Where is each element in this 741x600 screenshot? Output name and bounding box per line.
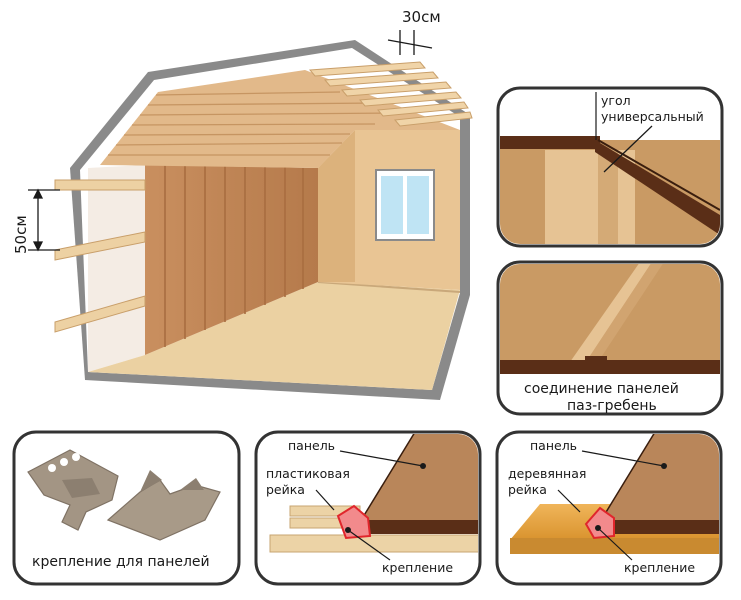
panel-ribs <box>164 165 304 347</box>
wall-battens <box>54 179 146 333</box>
ceiling-lines <box>108 91 401 156</box>
wood-panel-label: панель <box>530 438 577 453</box>
plastic-clip-label: крепление <box>382 560 453 575</box>
room-drawing: 30см 50см <box>12 8 473 400</box>
plastic-rail-label-2: рейка <box>266 482 305 497</box>
right-wall-shade <box>318 130 355 282</box>
wood-rail-label-2: рейка <box>508 482 547 497</box>
plastic-rail-label-1: пластиковая <box>266 466 350 481</box>
wood-clip <box>584 506 615 540</box>
floor-edge <box>317 281 461 293</box>
panel-joint: соединение панелей паз-гребень <box>496 260 724 416</box>
window-glass-left <box>381 176 403 234</box>
wood-clip-label: крепление <box>624 560 695 575</box>
panel-clips: крепление для панелей <box>12 430 241 586</box>
dimension-30cm <box>387 30 433 55</box>
dimension-top-label: 30см <box>402 8 441 26</box>
back-wall-panels <box>145 165 318 355</box>
dimension-50cm <box>28 188 60 252</box>
plastic-panel-label: панель <box>288 438 335 453</box>
floor <box>88 282 460 390</box>
left-wall <box>88 165 145 372</box>
joint-label-1: соединение панелей <box>524 381 679 397</box>
panel-wood: панель деревянная рейка крепление <box>495 430 723 586</box>
window-glass-right <box>407 176 429 234</box>
corner-label-1: угол <box>601 93 631 108</box>
wood-rail-label-1: деревянная <box>508 466 586 481</box>
corner-leader <box>603 125 653 173</box>
joint-label-2: паз-гребень <box>567 398 657 414</box>
corner-label-2: универсальный <box>601 109 704 124</box>
panel-plastic: панель пластиковая рейка крепление <box>254 430 482 586</box>
dimension-left-label: 50см <box>12 215 30 254</box>
roof-battens <box>308 61 473 127</box>
clips-caption: крепление для панелей <box>32 554 210 570</box>
panel-corner: угол универсальный <box>496 86 724 248</box>
